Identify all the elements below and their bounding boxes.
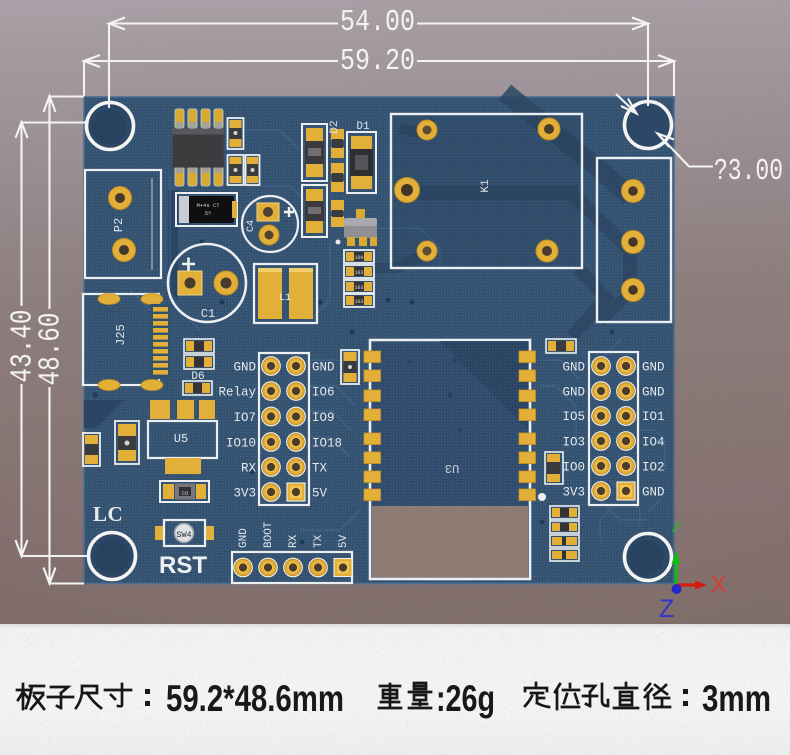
svg-text::26g: :26g <box>436 678 495 719</box>
svg-text:3mm: 3mm <box>702 678 771 719</box>
svg-text:59.2*48.6mm: 59.2*48.6mm <box>166 678 344 719</box>
